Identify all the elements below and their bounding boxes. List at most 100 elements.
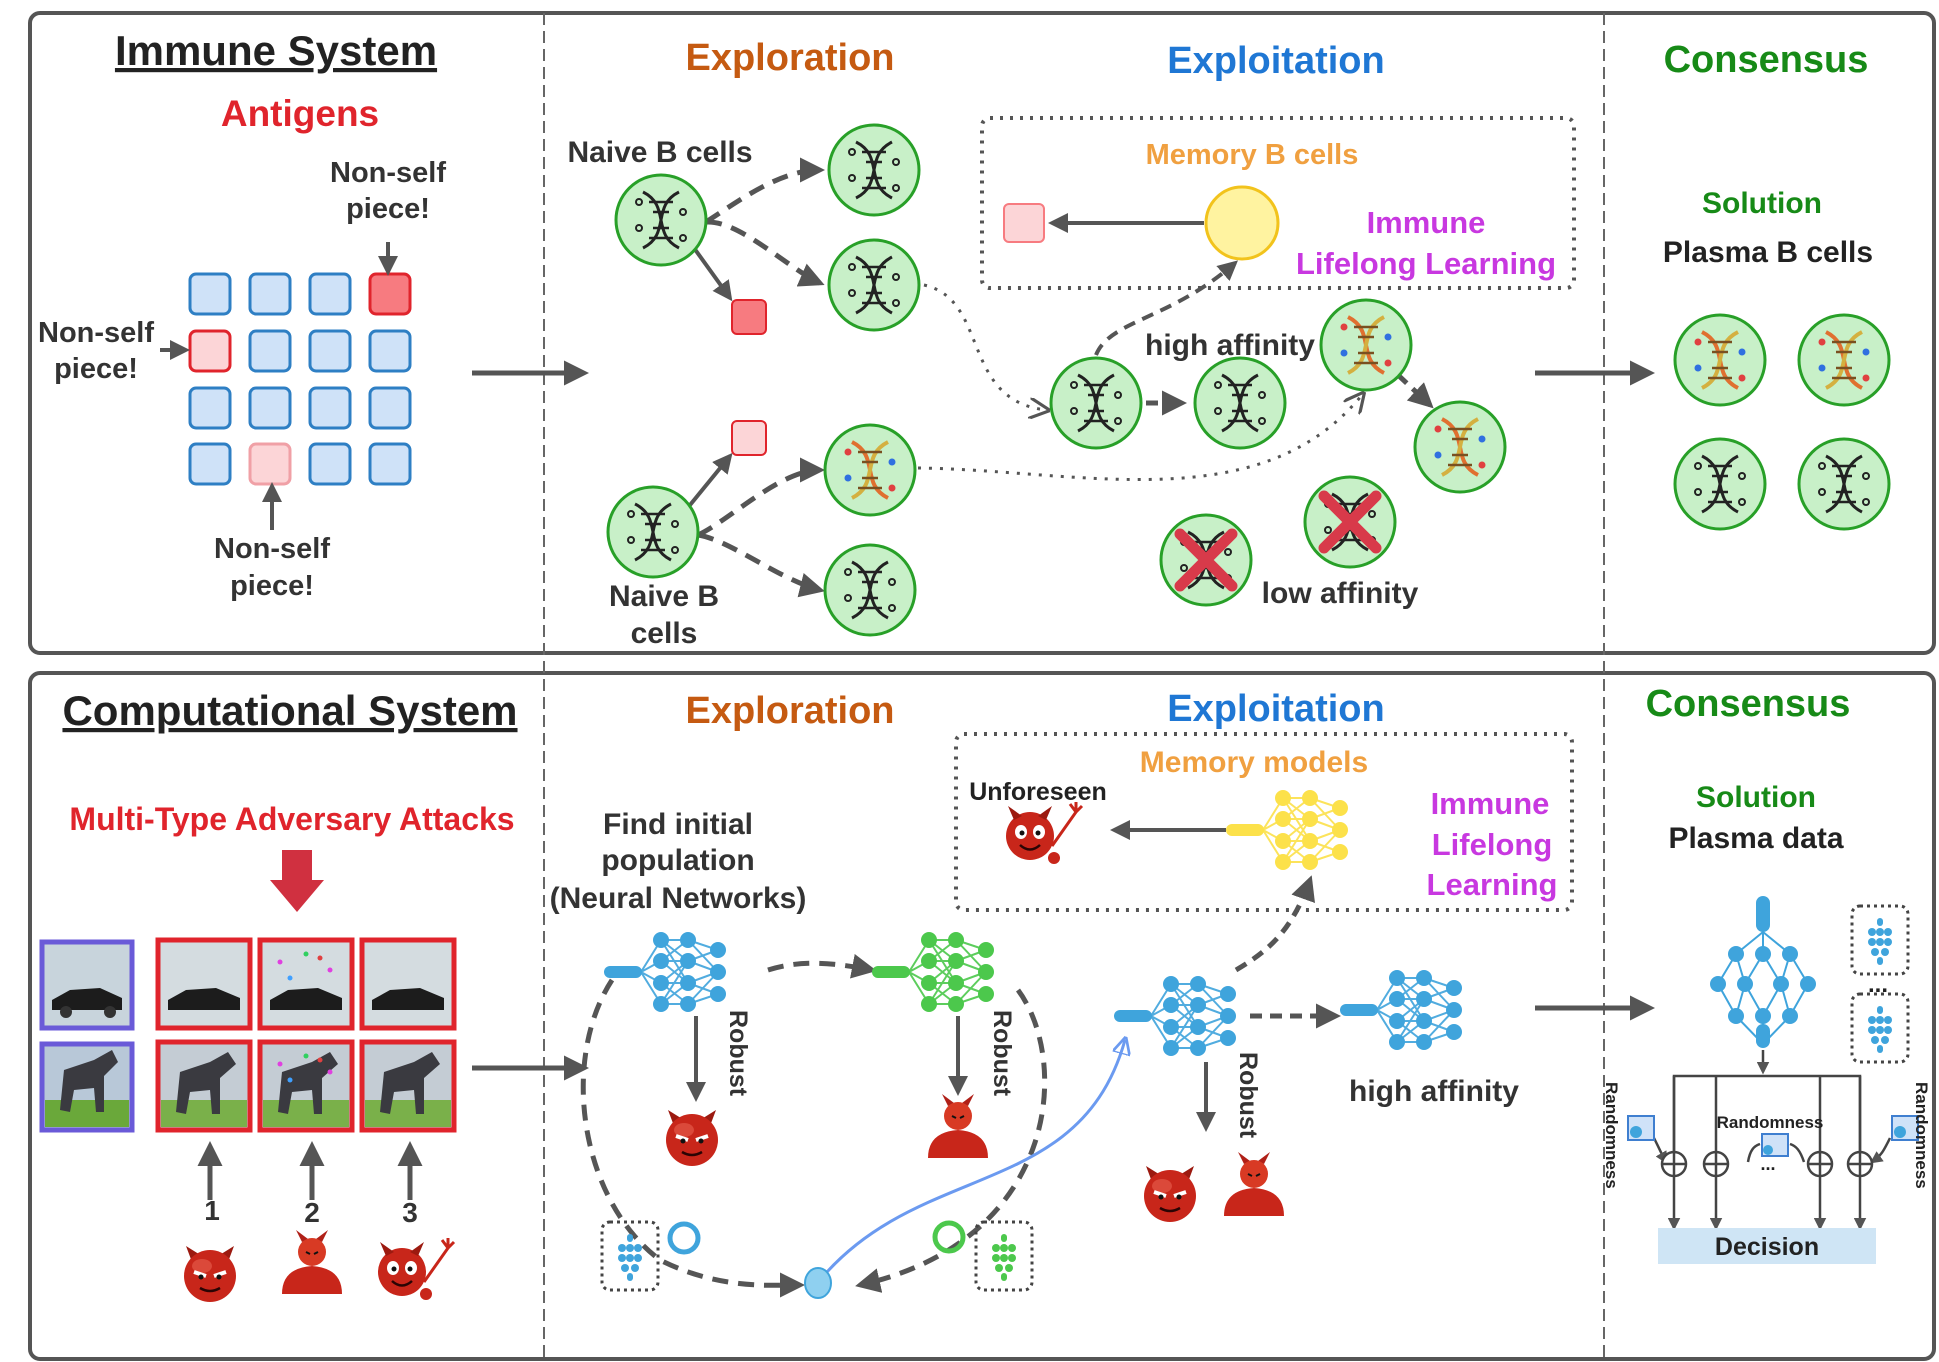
arrow-naive-to-clone-4	[697, 532, 825, 598]
bottom-solution-label: Solution	[1696, 781, 1816, 814]
devil-icon-attack-1	[182, 1244, 238, 1304]
memory-b-cells-box	[980, 116, 1576, 290]
arrow-naive-to-clone-2	[705, 219, 825, 287]
reject-x-icon-2	[1318, 490, 1382, 554]
devil-icon-robust-3a	[1142, 1164, 1198, 1224]
arrow-to-memory-b-cell	[1094, 260, 1239, 356]
decision-label: Decision	[1715, 1233, 1819, 1261]
plasma-b-cell-1	[1673, 313, 1767, 407]
memory-b-cells-label: Memory B cells	[1146, 139, 1359, 171]
unforeseen-label: Unforeseen	[969, 778, 1107, 806]
bottom-immune-line1: Immune	[1431, 786, 1550, 821]
bottom-panel	[28, 671, 1936, 1361]
neural-network-green	[871, 931, 995, 1013]
antigen-square-1	[731, 299, 767, 335]
nonself-top-line1: Non-self	[330, 157, 446, 189]
top-title: Immune System	[115, 27, 437, 74]
bottom-title: Computational System	[62, 687, 517, 734]
naive-b-cells-bottom-line1: Naive B	[609, 580, 719, 613]
naive-b-cell-top	[614, 173, 708, 267]
oplus-icons	[1660, 1150, 1874, 1178]
high-affinity-cell-3	[1319, 298, 1413, 392]
high-affinity-cell-1	[1049, 356, 1143, 450]
nonself-bottom-line1: Non-self	[214, 533, 330, 565]
blue-path-to-exploitation	[818, 1040, 1125, 1281]
antigens-label: Antigens	[221, 93, 379, 134]
bottom-immune-line3: Learning	[1427, 867, 1558, 902]
naive-b-cells-top-label: Naive B cells	[567, 136, 752, 169]
robust-label-2: Robust	[988, 1010, 1016, 1097]
consensus-mini-nn-icon-2	[1850, 992, 1910, 1064]
dotted-path-to-selected-cell	[917, 395, 1362, 482]
blue-model-marker	[667, 1221, 701, 1255]
devil-icon-robust-3b	[1223, 1151, 1285, 1217]
nonself-left-line2: piece!	[54, 353, 138, 385]
attack-number-1: 1	[204, 1195, 220, 1226]
bottom-exploration-heading: Exploration	[685, 690, 894, 732]
attack-number-3: 3	[402, 1197, 418, 1228]
nonself-bottom-line2: piece!	[230, 570, 314, 602]
nonself-top-line2: piece!	[346, 193, 430, 225]
adversarial-car-image	[359, 937, 457, 1031]
neural-network-blue-1	[603, 931, 727, 1013]
decision-box	[1658, 1228, 1876, 1264]
unforeseen-devil-icon	[1004, 800, 1084, 866]
naive-b-cell-bottom	[606, 485, 700, 579]
antigen-piece	[188, 386, 232, 430]
memory-neural-network-yellow	[1225, 789, 1349, 871]
plasma-b-cells-label: Plasma B cells	[1663, 236, 1873, 269]
plasma-data-label: Plasma data	[1668, 822, 1843, 855]
bottom-exploitation-heading: Exploitation	[1167, 688, 1384, 730]
randomness-gear-icons	[1627, 1115, 1919, 1157]
loop-arrow-left	[580, 978, 805, 1298]
memory-models-box	[954, 732, 1574, 912]
naive-b-cells-bottom-line2: cells	[631, 617, 698, 650]
antigen-piece	[368, 272, 412, 316]
dotted-path-to-high-affinity	[923, 283, 1046, 410]
attacks-label: Multi-Type Adversary Attacks	[69, 801, 514, 837]
antigen-piece	[248, 442, 292, 486]
memory-b-cell	[1204, 185, 1280, 261]
antigen-piece	[368, 386, 412, 430]
antigen-grid	[188, 272, 412, 486]
antigen-piece	[368, 442, 412, 486]
arrow-naive-to-clone-1	[704, 157, 825, 225]
adversarial-car-image	[155, 937, 253, 1031]
plasma-b-cell-4	[1797, 437, 1891, 531]
consensus-neural-network	[1710, 896, 1816, 1048]
clone-cell-2	[827, 238, 921, 332]
arrow-blue-nn-to-green-nn	[767, 953, 877, 979]
low-affinity-label: low affinity	[1262, 577, 1419, 610]
arrow-selected-to-final	[1396, 373, 1434, 409]
antigen-piece	[248, 386, 292, 430]
antigen-piece	[308, 272, 352, 316]
high-affinity-cell-4	[1413, 400, 1507, 494]
top-immune-line2: Lifelong Learning	[1296, 246, 1556, 281]
adversarial-car-image	[257, 937, 355, 1031]
bottom-consensus-heading: Consensus	[1646, 683, 1851, 725]
loop-arrow-right	[855, 988, 1048, 1293]
top-solution-label: Solution	[1702, 187, 1822, 220]
top-immune-line1: Immune	[1367, 205, 1486, 240]
green-model-marker	[932, 1220, 966, 1254]
clean-image-horse	[39, 1041, 135, 1133]
clone-cell-3	[823, 423, 917, 517]
arrow-naive-to-antigen-2	[688, 452, 733, 507]
bottom-immune-line2: Lifelong	[1432, 827, 1553, 862]
find-initial-line1: Find initial	[603, 808, 753, 841]
plasma-b-cell-3	[1673, 437, 1767, 531]
find-initial-line2: population	[601, 844, 754, 877]
antigen-piece	[188, 272, 232, 316]
devil-icon-attack-3	[376, 1236, 456, 1302]
top-panel	[28, 11, 1936, 655]
robust-label-3: Robust	[1234, 1052, 1262, 1139]
memory-antigen-square	[1003, 203, 1045, 243]
attacks-down-arrow-icon	[270, 850, 324, 912]
population-node	[804, 1267, 832, 1299]
arrow-naive-to-clone-3	[696, 457, 825, 538]
aggregation-dots: ...	[1760, 1154, 1775, 1174]
arrow-naive-to-antigen-1	[692, 246, 733, 302]
robust-label-1: Robust	[724, 1010, 752, 1097]
antigen-piece	[248, 329, 292, 373]
devil-icon-attack-2	[281, 1229, 343, 1295]
